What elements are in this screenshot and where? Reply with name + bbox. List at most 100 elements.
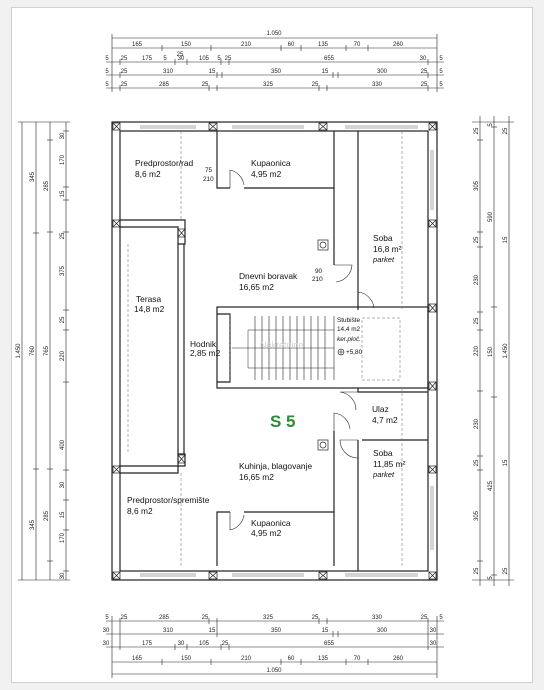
room-floor-soba-bottom: parket	[372, 470, 395, 479]
dim-label: 25	[503, 127, 509, 134]
room-area-kuhinja: 16,65 m2	[239, 472, 274, 482]
dim-label: 25	[421, 69, 428, 75]
room-area-predprostor-spremiste: 8,6 m2	[127, 506, 153, 516]
dim-label: 15	[60, 190, 66, 197]
room-name-dnevni-boravak: Dnevni boravak	[239, 271, 298, 281]
window	[345, 573, 418, 577]
column-markers	[112, 122, 437, 580]
dim-label: 25	[60, 316, 66, 323]
door-height-living: 210	[312, 276, 323, 283]
dim-label: 25	[312, 82, 319, 88]
dim-label: 210	[241, 42, 252, 48]
window	[140, 573, 196, 577]
dim-total-right: 1.450	[503, 343, 509, 359]
dim-label: 5	[439, 615, 443, 621]
dim-label: 30	[60, 132, 66, 139]
door-width-living: 90	[315, 268, 323, 275]
room-name-soba-top: Soba	[373, 233, 393, 243]
room-name-ulaz: Ulaz	[372, 404, 389, 414]
top-dimension-labels: 1.050 165 150 25 210 60 135 70 260 5 25 …	[105, 31, 443, 88]
window	[140, 125, 196, 129]
room-name-kuhinja: Kuhinja, blagovanje	[239, 461, 312, 471]
room-name-kupaonica-bottom: Kupaonica	[251, 518, 291, 528]
dim-label: 285	[159, 82, 170, 88]
dim-label: 15	[503, 459, 509, 466]
door-height-bath-top: 210	[203, 176, 214, 183]
shaft-bottom	[317, 439, 329, 451]
dim-label: 60	[288, 42, 295, 48]
room-area-kupaonica-top: 4,95 m2	[251, 169, 282, 179]
door-soba-bottom	[339, 439, 359, 459]
dim-label: 15	[60, 511, 66, 518]
dim-label: 25	[474, 127, 480, 134]
dim-label: 5	[105, 56, 109, 62]
dim-label: 230	[474, 274, 480, 285]
column-marker	[208, 122, 218, 131]
dim-label: 310	[163, 69, 174, 75]
room-name-soba-bottom: Soba	[373, 448, 393, 458]
dim-label: 5	[105, 82, 109, 88]
column-marker	[177, 454, 186, 464]
dim-label: 25	[421, 82, 428, 88]
wall-ulaz-top	[357, 388, 428, 393]
dim-label: 5	[439, 56, 443, 62]
room-name-predprostor-spremiste: Predprostor/spremište	[127, 495, 210, 505]
door-kitchen	[333, 412, 351, 431]
room-floor-soba-top: parket	[372, 255, 395, 264]
dim-label: 165	[132, 42, 143, 48]
room-name-terasa: Terasa	[136, 294, 161, 304]
dim-label: 760	[30, 345, 36, 356]
dim-label: 5	[488, 123, 494, 127]
dim-label: 210	[241, 656, 252, 662]
dim-label: 135	[318, 42, 329, 48]
dim-label: 220	[60, 350, 66, 361]
dim-label: 30	[103, 628, 110, 634]
door-soba-top	[357, 291, 375, 310]
dim-label: 25	[202, 615, 209, 621]
dim-label: 345	[30, 519, 36, 530]
dim-label: 5	[163, 56, 167, 62]
column-marker	[318, 571, 328, 580]
bottom-dimension-labels: 5 25 285 25 325 25 330 25 5 30 310 15 35…	[103, 615, 444, 674]
column-marker	[428, 465, 437, 474]
dim-label: 400	[60, 439, 66, 450]
room-area-dnevni-boravak: 16,65 m2	[239, 282, 274, 292]
dim-total-bottom: 1.050	[266, 668, 282, 674]
dim-label: 5	[439, 82, 443, 88]
dim-label: 30	[178, 56, 185, 62]
column-marker	[112, 571, 121, 580]
dim-label: 25	[177, 52, 184, 58]
wall-predprostor-bottom	[120, 453, 186, 474]
dim-label: 30	[60, 481, 66, 488]
dim-label: 655	[324, 641, 335, 647]
dim-label: 25	[121, 56, 128, 62]
dim-label: 285	[44, 510, 50, 521]
dim-label: 30	[103, 641, 110, 647]
stair-core-inner	[217, 313, 231, 383]
dim-label: 25	[474, 567, 480, 574]
dim-label: 30	[60, 572, 66, 579]
column-marker	[208, 571, 218, 580]
room-name-stubiste: Stubište	[337, 317, 361, 324]
watermark-text: Nekretnine	[260, 340, 304, 350]
dim-label: 25	[121, 82, 128, 88]
stair-core	[216, 306, 429, 389]
dim-label: 25	[474, 236, 480, 243]
dim-label: 350	[271, 69, 282, 75]
right-dimension-labels: 25 305 25 230 25 220 230 25 305 25 5 590…	[474, 123, 509, 580]
dim-label: 60	[288, 656, 295, 662]
walls	[111, 121, 438, 581]
dim-label: 170	[60, 154, 66, 165]
dim-label: 175	[142, 641, 153, 647]
dim-label: 325	[263, 82, 274, 88]
room-name-predprostor-rad: Predprostor/rad	[135, 158, 194, 168]
doors	[229, 169, 375, 531]
wall-predprostor-top	[120, 219, 186, 245]
dim-label: 350	[271, 628, 282, 634]
dim-label: 300	[377, 69, 388, 75]
dim-label: 375	[60, 265, 66, 276]
dim-label: 345	[30, 171, 36, 182]
room-name-hodnik: Hodnik	[190, 339, 217, 349]
column-marker	[177, 228, 186, 238]
column-marker	[428, 381, 437, 391]
